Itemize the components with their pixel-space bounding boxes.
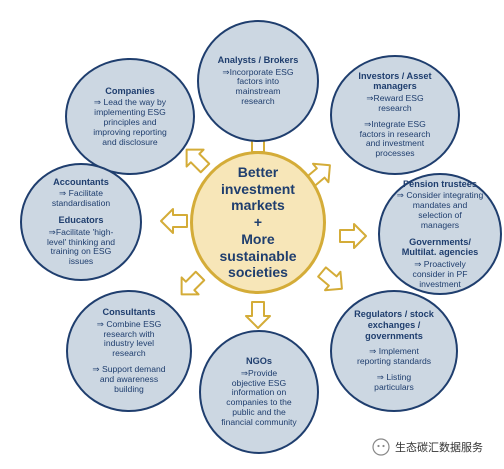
consultants-title: Consultants xyxy=(102,307,156,318)
pension-desc-4: managers xyxy=(420,219,460,230)
governments-title-1: Governments/ xyxy=(409,236,471,247)
ngos-desc-1: ⇒Provide xyxy=(240,367,278,378)
governments-title-2: Multilat. agencies xyxy=(401,247,479,258)
regulators-desc-2: reporting standards xyxy=(356,355,432,366)
ngos-desc-2: objective ESG xyxy=(231,377,287,388)
center-line3: markets xyxy=(231,197,285,214)
regulators-desc-1: ⇒ Implement xyxy=(369,346,419,357)
node-consultants: Consultants ⇒ Combine ESG research with … xyxy=(66,290,192,412)
arrow-ngos xyxy=(245,301,271,329)
node-investors: Investors / Asset managers ⇒Reward ESG r… xyxy=(330,55,460,175)
node-analysts: Analysts / Brokers ⇒Incorporate ESG fact… xyxy=(197,20,319,142)
consultants-desc-7: building xyxy=(114,383,144,394)
regulators-desc-4: particulars xyxy=(374,381,414,392)
node-pension: Pension trustees ⇒ Consider integrating … xyxy=(378,173,502,295)
analysts-desc-2: factors into xyxy=(236,76,280,87)
educators-desc-2: level' thinking and xyxy=(46,236,116,247)
educators-desc-4: issues xyxy=(68,256,94,267)
companies-title: Companies xyxy=(105,85,155,96)
node-ngos: NGOs ⇒Provide objective ESG information … xyxy=(199,330,319,454)
investors-desc-3: ⇒Integrate ESG xyxy=(364,118,426,129)
accountants-desc-2: standardisation xyxy=(51,198,111,209)
investors-desc-4: factors in research xyxy=(359,128,431,139)
ngos-desc-5: public and the xyxy=(232,407,286,418)
center-line5: More xyxy=(241,230,275,247)
ngos-title: NGOs xyxy=(245,356,273,367)
governments-desc-2: consider in PF xyxy=(412,268,468,279)
arrow-regulators xyxy=(313,261,351,299)
analysts-desc-1: ⇒Incorporate ESG xyxy=(222,66,294,77)
node-companies: Companies ⇒ Lead the way by implementing… xyxy=(65,58,195,175)
consultants-desc-2: research with xyxy=(103,328,155,339)
investors-title-2: managers xyxy=(373,81,417,92)
center-line7: societies xyxy=(228,264,288,281)
arrow-accountants xyxy=(160,208,188,234)
node-regulators: Regulators / stock exchanges / governmen… xyxy=(330,290,458,412)
consultants-desc-3: industry level xyxy=(103,338,155,349)
accountants-desc-1: ⇒ Facilitate xyxy=(59,188,103,199)
arrow-consultants xyxy=(172,266,210,304)
educators-title: Educators xyxy=(58,215,104,226)
pension-desc-2: mandates and xyxy=(412,200,468,211)
regulators-title-1: Regulators / stock xyxy=(354,309,434,320)
consultants-desc-4: research xyxy=(112,348,146,359)
pension-desc-3: selection of xyxy=(418,209,462,220)
companies-desc-2: implementing ESG xyxy=(94,106,166,117)
arrow-pension xyxy=(339,223,367,249)
ngos-desc-6: financial community xyxy=(221,417,297,428)
center-line6: sustainable xyxy=(219,247,297,264)
wechat-icon xyxy=(372,438,390,456)
educators-desc-3: training on ESG xyxy=(50,246,112,257)
investors-desc-6: processes xyxy=(375,148,415,159)
investors-desc-2: research xyxy=(378,102,412,113)
consultants-desc-1: ⇒ Combine ESG xyxy=(96,318,162,329)
governments-desc-1: ⇒ Proactively xyxy=(414,258,466,269)
regulators-title-2: exchanges / xyxy=(367,319,421,330)
investors-desc-1: ⇒Reward ESG xyxy=(366,92,424,103)
regulators-desc-3: ⇒ Listing xyxy=(376,371,412,382)
consultants-desc-5: ⇒ Support demand xyxy=(92,364,166,375)
center-circle: Better investment markets + More sustain… xyxy=(190,151,326,294)
center-line4: + xyxy=(253,214,263,231)
governments-desc-3: investment xyxy=(419,278,461,289)
consultants-desc-6: and awareness xyxy=(99,374,159,385)
center-line1: Better xyxy=(237,163,279,180)
educators-desc-1: ⇒Facilitate 'high- xyxy=(48,226,114,237)
analysts-desc-3: mainstream xyxy=(235,86,281,97)
center-line2: investment xyxy=(221,180,295,197)
node-accountants: Accountants ⇒ Facilitate standardisation… xyxy=(20,163,142,281)
ngos-desc-3: information on xyxy=(231,387,287,398)
companies-desc-3: principles and xyxy=(103,116,157,127)
companies-desc-5: and disclosure xyxy=(102,136,158,147)
watermark-text: 生态碳汇数据服务 xyxy=(395,442,483,454)
companies-desc-4: improving reporting xyxy=(93,126,167,137)
analysts-desc-4: research xyxy=(241,96,275,107)
watermark: 生态碳汇数据服务 xyxy=(372,438,483,456)
ngos-desc-4: companies to the xyxy=(226,397,292,408)
accountants-title: Accountants xyxy=(53,176,109,187)
investors-desc-5: and investment xyxy=(365,138,425,149)
companies-desc-1: ⇒ Lead the way by xyxy=(93,97,167,108)
regulators-title-3: governments xyxy=(365,330,423,341)
investors-title-1: Investors / Asset xyxy=(358,70,432,81)
pension-title: Pension trustees xyxy=(402,178,478,189)
analysts-title: Analysts / Brokers xyxy=(217,54,299,65)
pension-desc-1: ⇒ Consider integrating xyxy=(396,190,484,201)
